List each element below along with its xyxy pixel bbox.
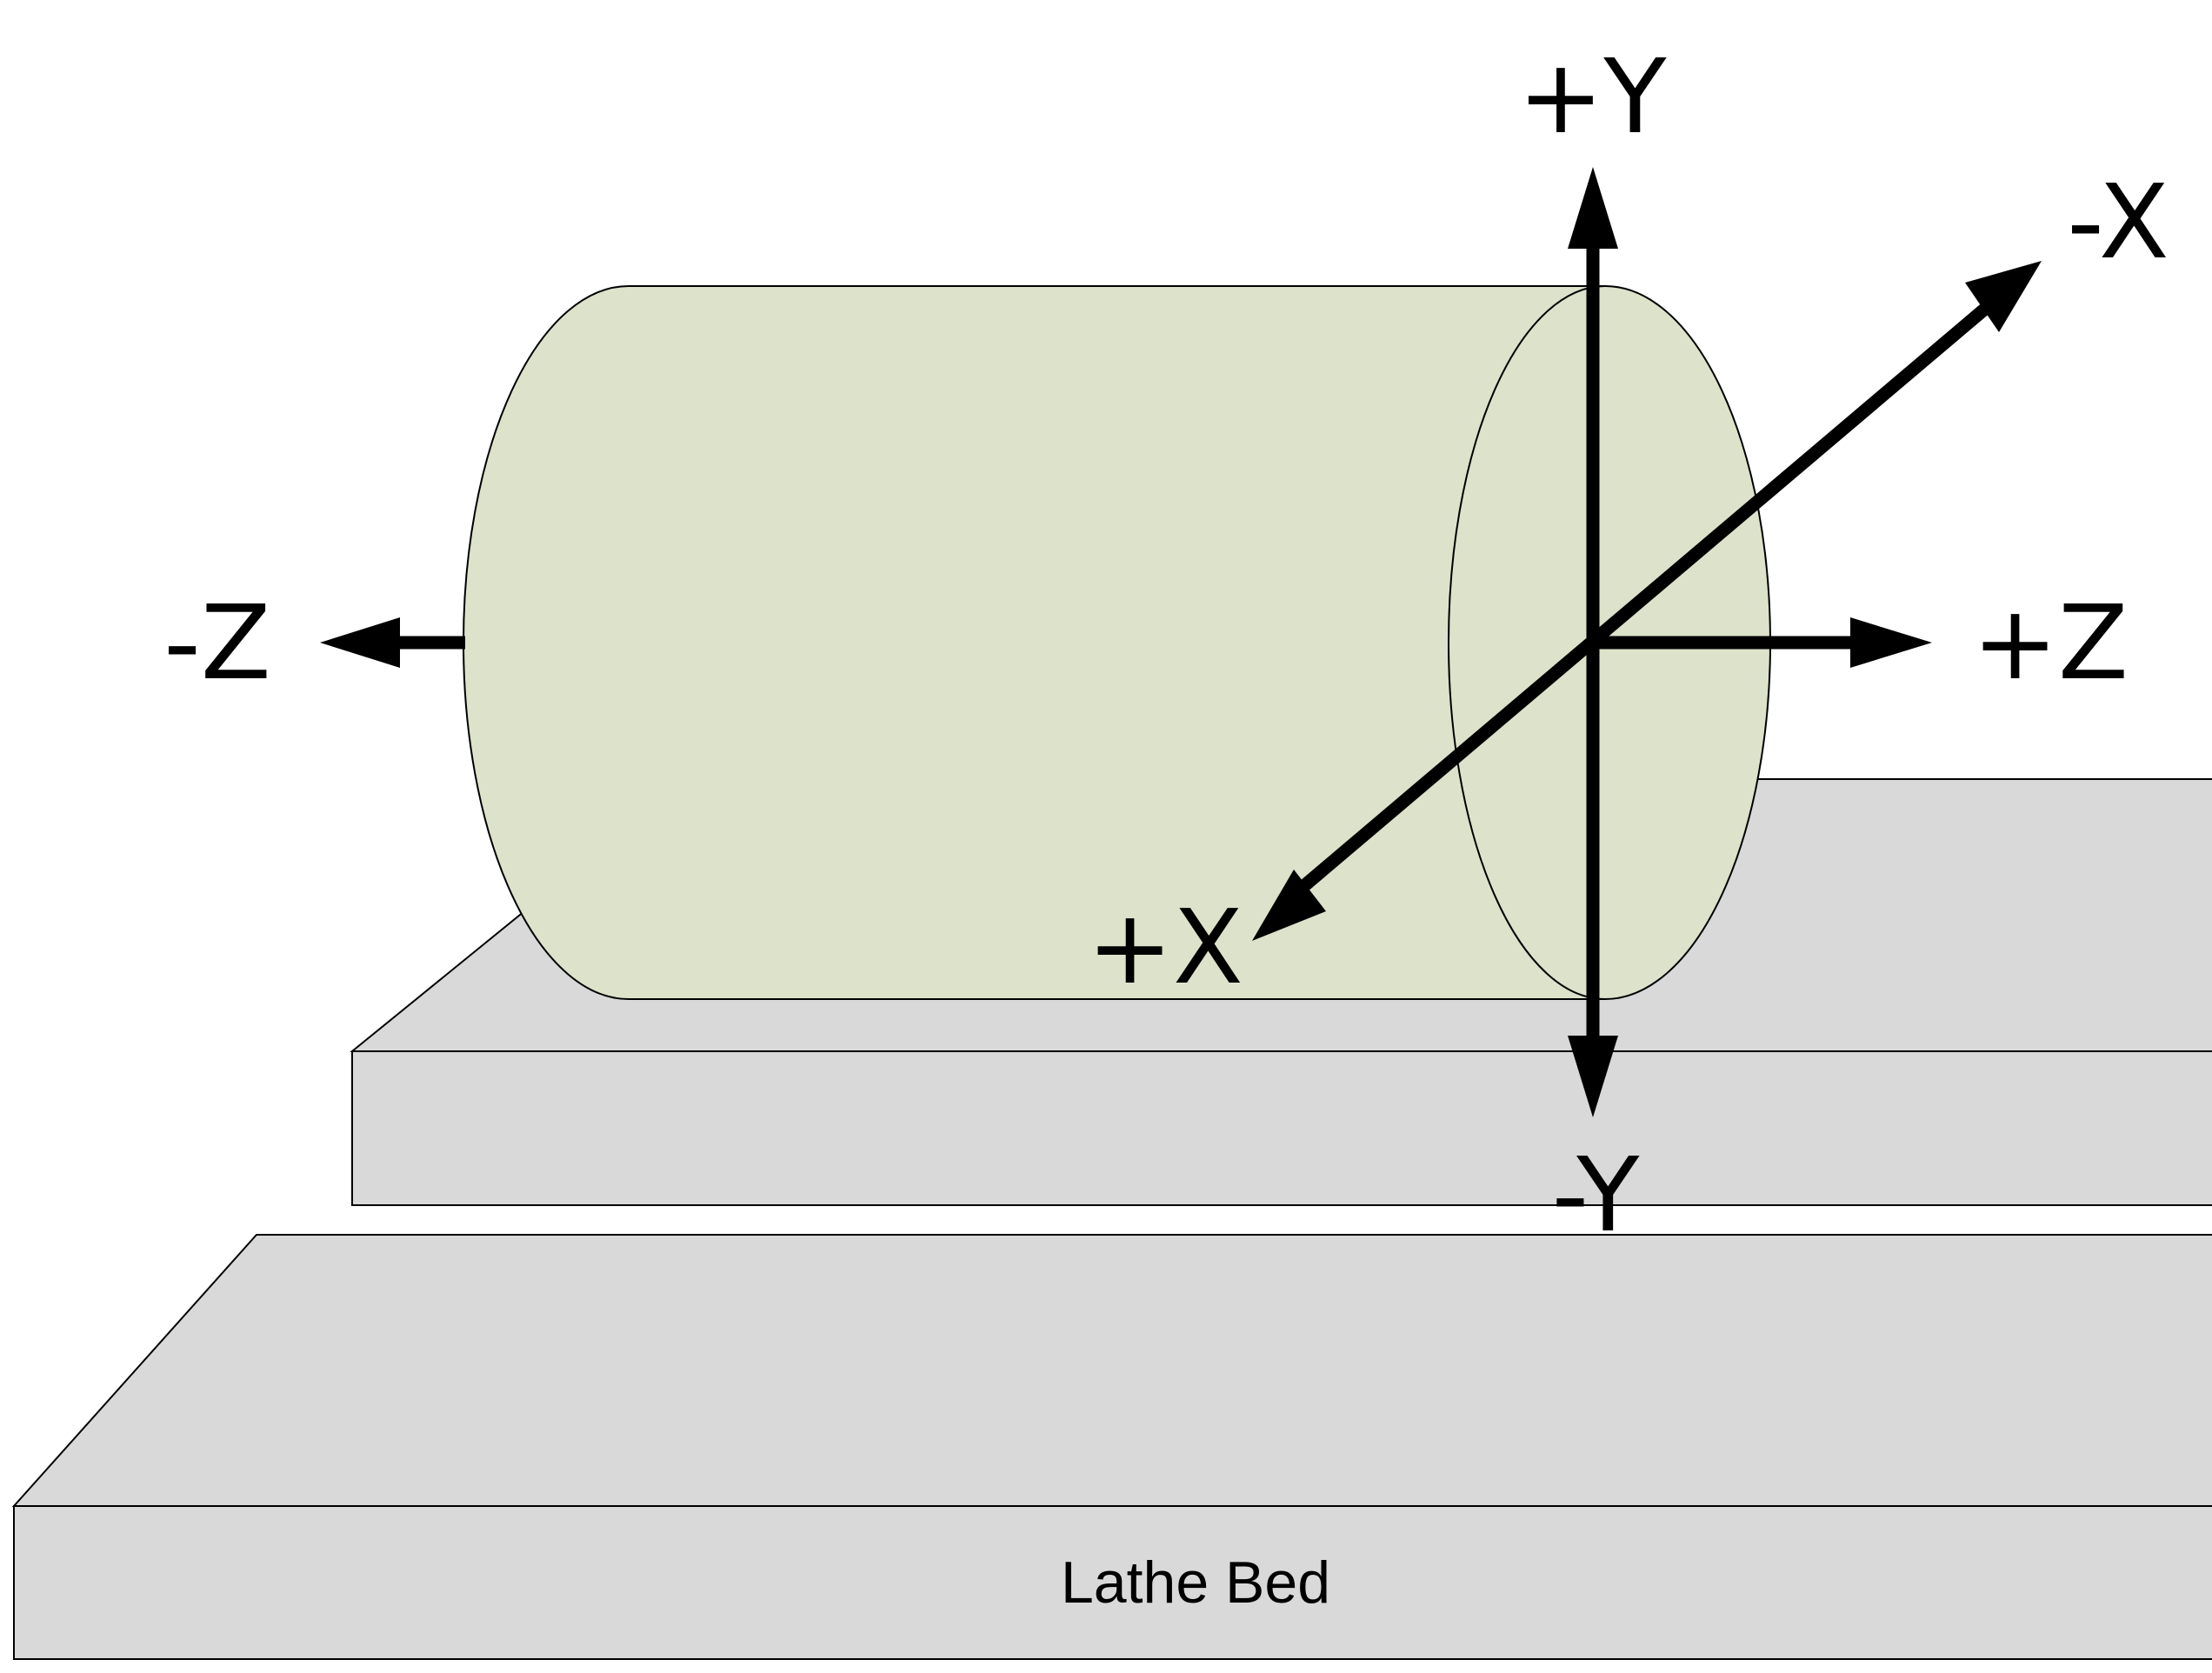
axes-icon [320, 167, 2042, 1117]
workpiece-cylinder-icon [463, 285, 1771, 1000]
plus-x-label: +X [1087, 887, 1243, 1007]
lathe-bed-top-face [11, 1234, 2212, 1507]
minus-z-arrowhead [320, 617, 400, 668]
lathe-bed-front-face [13, 1505, 2212, 1660]
x-axis-line [1290, 303, 1989, 899]
plus-y-label: +Y [1518, 37, 1668, 157]
minus-y-label: -Y [1552, 1135, 1641, 1255]
carriage-front-face [351, 1050, 2212, 1206]
minus-x-arrowhead [1965, 261, 2042, 332]
plus-z-arrowhead [1850, 617, 1932, 668]
lathe-bed [11, 1234, 2212, 1660]
minus-x-label: -X [2067, 162, 2169, 282]
lathe-bed-label: Lathe Bed [1061, 1550, 1330, 1616]
plus-x-arrowhead [1252, 870, 1326, 941]
workpiece-end-face [1448, 285, 1606, 1000]
minus-z-label: -Z [163, 583, 270, 703]
plus-z-label: +Z [1972, 583, 2129, 703]
minus-y-arrowhead [1568, 1036, 1618, 1117]
plus-y-arrowhead [1568, 167, 1618, 249]
